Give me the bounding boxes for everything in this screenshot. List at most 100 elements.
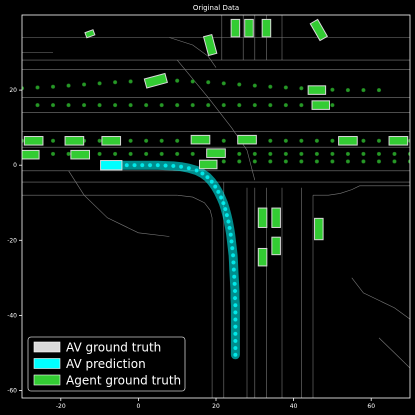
agent-track-point: [206, 80, 211, 85]
agent-box: [206, 148, 226, 158]
av-prediction-point: [194, 168, 200, 173]
av-prediction-point: [212, 184, 218, 189]
agent-track-point: [144, 138, 149, 143]
agent-track-point: [361, 87, 366, 93]
agent-track-point: [252, 83, 257, 88]
agent-track-point: [330, 87, 335, 92]
agent-track-point: [97, 151, 102, 157]
av-prediction-point: [232, 281, 238, 287]
agent-track-point: [314, 151, 319, 157]
agent-box: [309, 18, 329, 42]
av-prediction-point: [139, 162, 145, 168]
agent-track-point: [314, 138, 319, 143]
av-prediction-point: [222, 206, 228, 212]
agent-box: [143, 72, 168, 89]
agent-track-point: [206, 103, 211, 108]
agent-track-point: [392, 159, 397, 164]
agent-track-point: [190, 151, 195, 157]
agent-track-point: [345, 159, 351, 164]
agent-track-point: [175, 138, 180, 143]
legend-label: AV ground truth: [66, 341, 161, 355]
agent-track-point: [237, 103, 242, 108]
agent-box: [23, 136, 44, 146]
agent-track-point: [299, 159, 304, 164]
agent-box: [70, 149, 91, 160]
agent-track-point: [361, 159, 366, 164]
agent-track-point: [128, 79, 133, 84]
agent-track-point: [330, 138, 335, 143]
agent-track-point: [159, 103, 164, 108]
av-prediction-point: [230, 252, 236, 258]
agent-track-point: [299, 151, 304, 157]
av-box: [100, 160, 123, 171]
av-prediction-point: [229, 239, 234, 244]
agent-track-point: [159, 151, 164, 157]
agent-box: [271, 207, 281, 228]
agent-track-point: [361, 151, 366, 157]
legend-label: Agent ground truth: [66, 374, 181, 388]
agent-track-point: [330, 159, 335, 164]
agent-track-point: [190, 103, 195, 108]
av-prediction-point: [232, 295, 238, 301]
agent-box: [237, 134, 257, 145]
x-tick-label: 40: [290, 403, 298, 410]
agent-track-point: [376, 151, 382, 157]
x-tick-label: -20: [56, 403, 66, 410]
road-line: [169, 37, 217, 68]
agent-track-point: [221, 138, 226, 143]
agent-track-point: [50, 151, 56, 157]
av-prediction-point: [232, 288, 238, 294]
av-prediction-point: [178, 164, 184, 170]
av-prediction-point: [186, 165, 192, 171]
av-prediction-point: [215, 189, 221, 195]
road-line: [68, 170, 170, 237]
agent-track-point: [190, 79, 195, 84]
agent-box: [84, 29, 96, 39]
x-tick-label: 60: [367, 403, 375, 410]
agent-track-point: [268, 84, 273, 89]
agent-track-point: [237, 82, 242, 87]
agent-box: [257, 207, 268, 228]
agent-track-point: [299, 86, 304, 91]
road-line: [313, 185, 410, 196]
agent-box: [101, 136, 122, 146]
agent-track-point: [330, 151, 335, 157]
x-tick-label: 20: [212, 403, 220, 410]
agent-track-point: [35, 103, 40, 108]
agent-track-point: [345, 87, 351, 93]
legend-box: [27, 336, 186, 392]
agent-track-point: [50, 138, 56, 143]
agent-box: [64, 136, 85, 146]
agent-track-point: [407, 151, 410, 157]
agent-box: [314, 217, 324, 241]
road-line: [351, 277, 410, 320]
av-prediction-point: [124, 162, 130, 168]
av-prediction-point: [209, 179, 215, 185]
agent-track-point: [376, 159, 382, 164]
av-prediction-point: [232, 302, 238, 308]
agent-track-point: [407, 159, 410, 164]
y-tick-label: -20: [7, 237, 17, 244]
av-prediction-point: [227, 225, 232, 231]
agent-boxes: [22, 18, 409, 267]
y-tick-label: 0: [13, 162, 17, 169]
agent-track-point: [128, 151, 133, 157]
av-prediction-point: [170, 163, 176, 169]
av-prediction-point: [205, 174, 210, 180]
y-tick-label: -40: [7, 312, 17, 319]
av-prediction-point: [232, 324, 238, 330]
agent-track-point: [159, 138, 164, 143]
agent-track-point: [113, 151, 118, 157]
agent-track-point: [299, 138, 304, 143]
agent-track-point: [221, 159, 226, 164]
agent-track-point: [50, 103, 56, 108]
agent-track-point: [113, 80, 118, 85]
av-prediction-point: [200, 171, 205, 176]
agent-track-point: [345, 151, 351, 157]
agent-box: [338, 136, 358, 146]
av-prediction-point: [232, 345, 238, 351]
av-prediction-point: [218, 195, 224, 200]
agent-track-point: [128, 103, 133, 108]
agent-track-point: [113, 103, 118, 108]
agent-track-point: [268, 159, 273, 164]
